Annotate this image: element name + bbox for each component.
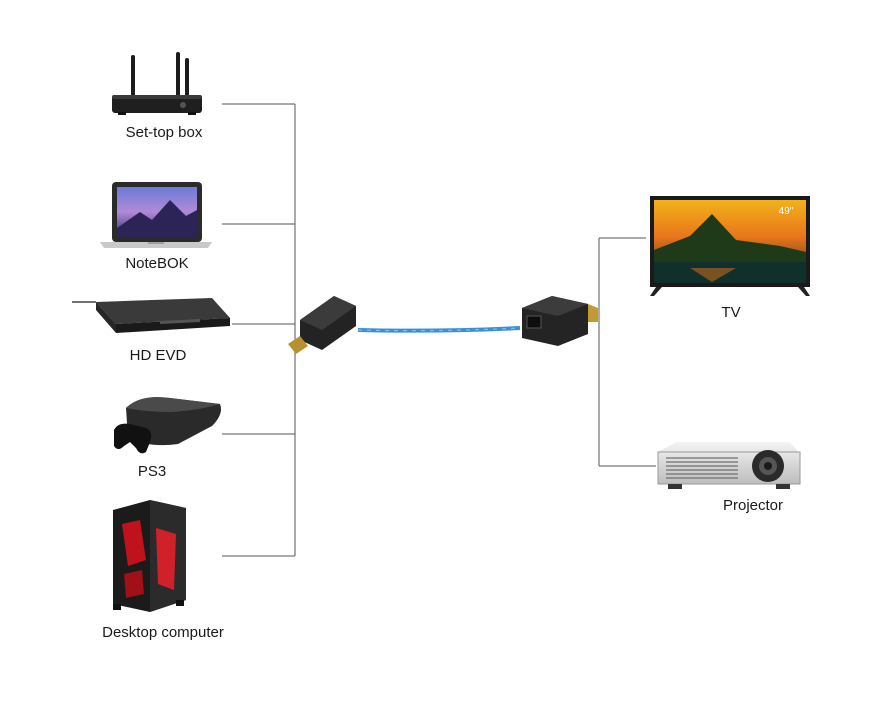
projector-icon xyxy=(657,442,801,489)
desktop-tower-icon xyxy=(113,500,186,612)
label-tv: TV xyxy=(721,304,741,321)
tv-screen-badge: 49" xyxy=(779,206,794,217)
hdmi-extender-transmitter-icon xyxy=(288,296,356,354)
source-connector-lines xyxy=(222,103,296,557)
router-icon xyxy=(112,52,202,115)
ethernet-cable-icon xyxy=(357,326,521,333)
label-ps3: PS3 xyxy=(137,463,167,480)
game-console-icon xyxy=(114,397,221,454)
label-hd-evd: HD EVD xyxy=(129,347,187,364)
label-projector: Projector xyxy=(722,497,784,514)
dvd-player-icon xyxy=(72,298,230,333)
label-set-top-box: Set-top box xyxy=(125,124,203,141)
label-notebook: NoteBOK xyxy=(125,255,189,272)
laptop-icon xyxy=(100,182,212,248)
hdmi-extender-receiver-icon xyxy=(522,296,598,346)
label-desktop-computer: Desktop computer xyxy=(102,624,224,641)
display-connector-lines xyxy=(598,237,656,467)
tv-icon: 49" xyxy=(650,196,810,296)
